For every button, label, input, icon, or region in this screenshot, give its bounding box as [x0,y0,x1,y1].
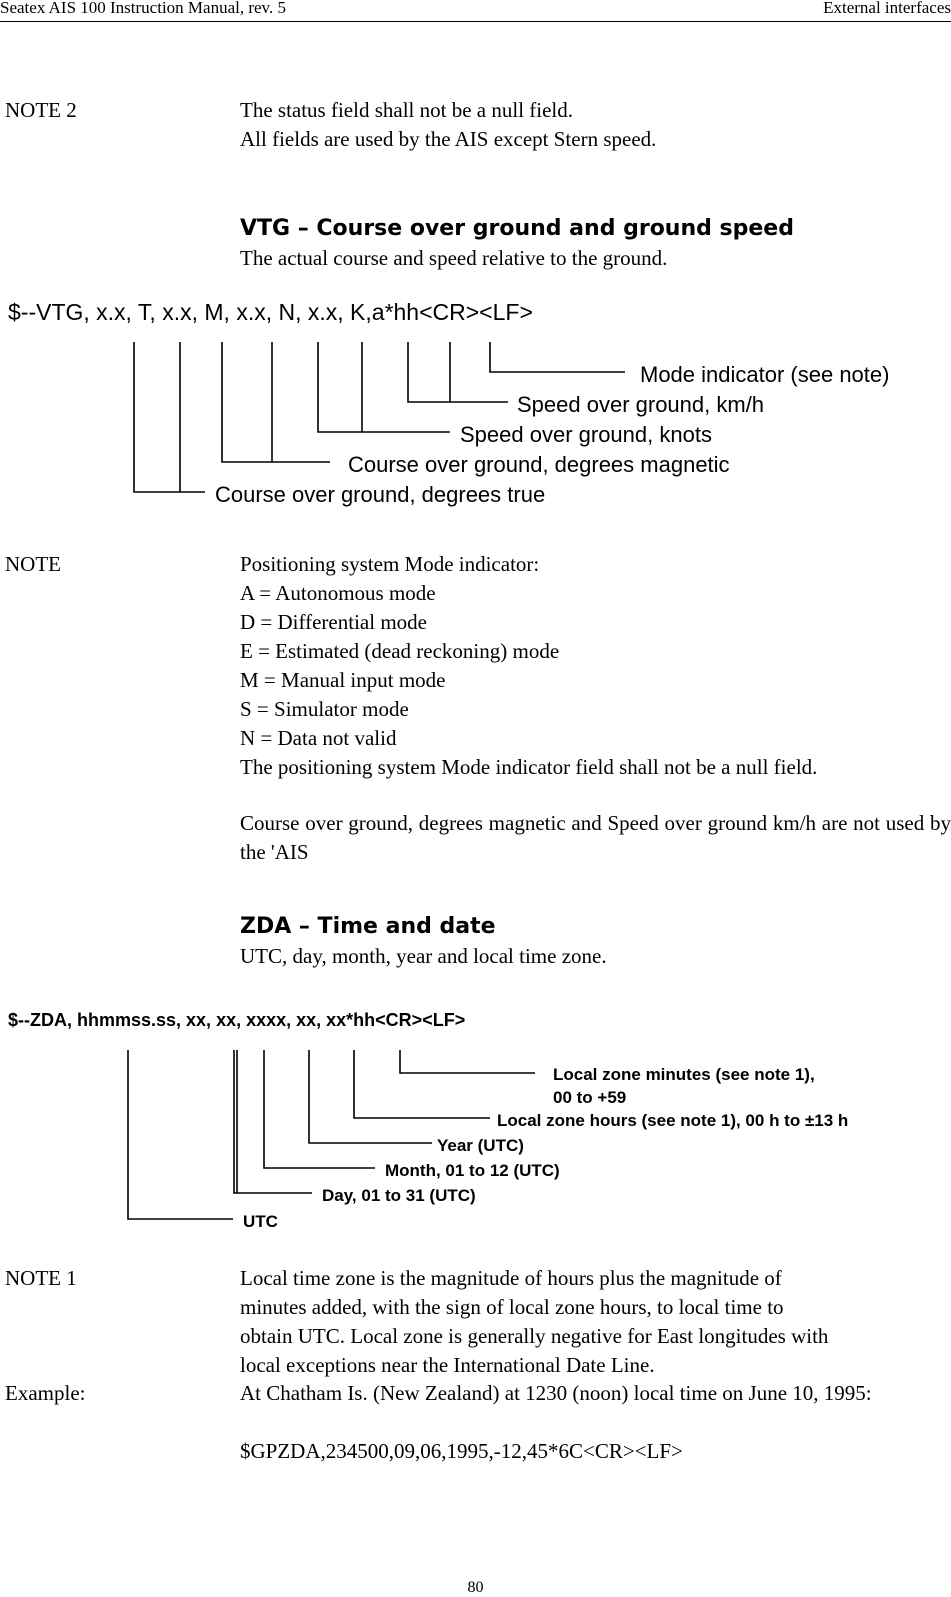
zda-sentence: $--ZDA, hhmmss.ss, xx, xx, xxxx, xx, xx*… [8,1010,465,1030]
zda-field-label: Year (UTC) [437,1136,524,1155]
vtg-note-line: Positioning system Mode indicator: [240,552,540,576]
zda-heading: ZDA – Time and date [240,914,496,939]
note2-line: All fields are used by the AIS except St… [240,127,657,151]
vtg-field-label: Speed over ground, km/h [517,392,764,417]
zda-sentence-diagram: $--ZDA, hhmmss.ss, xx, xx, xxxx, xx, xx*… [8,1010,848,1231]
note1-label: NOTE 1 [5,1266,77,1290]
vtg-leader-lines [133,342,625,493]
note1-line: obtain UTC. Local zone is generally nega… [240,1324,829,1348]
example-paragraph: At Chatham Is. (New Zealand) at 1230 (no… [240,1381,872,1405]
vtg-description: The actual course and speed relative to … [240,246,668,270]
note2-text: The status field shall not be a null fie… [240,96,951,154]
page-header: Seatex AIS 100 Instruction Manual, rev. … [0,0,951,22]
vtg-field-label: Speed over ground, knots [460,422,712,447]
vtg-heading: VTG – Course over ground and ground spee… [240,216,794,241]
header-section-title: External interfaces [823,0,951,17]
example-code: $GPZDA,234500,09,06,1995,-12,45*6C<CR><L… [240,1439,683,1463]
vtg-sentence-diagram: $--VTG, x.x, T, x.x, M, x.x, N, x.x, K,a… [8,299,889,507]
note1-line: Local time zone is the magnitude of hour… [240,1266,782,1290]
vtg-note-line: N = Data not valid [240,726,397,750]
zda-leader-lines [127,1050,535,1220]
vtg-note-text: Positioning system Mode indicator: A = A… [240,550,951,782]
note1-text: Local time zone is the magnitude of hour… [240,1264,951,1380]
vtg-note-line: A = Autonomous mode [240,581,436,605]
vtg-field-label: Mode indicator (see note) [640,362,889,387]
note1-line: minutes added, with the sign of local zo… [240,1295,784,1319]
note2-line: The status field shall not be a null fie… [240,98,574,122]
vtg-sentence: $--VTG, x.x, T, x.x, M, x.x, N, x.x, K,a… [8,299,533,325]
zda-field-label: Day, 01 to 31 (UTC) [322,1186,476,1205]
vtg-note-line: M = Manual input mode [240,668,446,692]
zda-field-label: 00 to +59 [553,1088,626,1107]
vtg-field-label: Course over ground, degrees true [215,482,545,507]
vtg-note-line: S = Simulator mode [240,697,409,721]
note1-line: local exceptions near the International … [240,1353,655,1377]
vtg-note-line: D = Differential mode [240,610,427,634]
vtg-note-line: E = Estimated (dead reckoning) mode [240,639,560,663]
vtg-note-line: The positioning system Mode indicator fi… [240,755,818,779]
vtg-note-paragraph: Course over ground, degrees magnetic and… [240,811,951,864]
zda-field-label: Local zone hours (see note 1), 00 h to ±… [497,1111,848,1130]
header-manual-title: Seatex AIS 100 Instruction Manual, rev. … [0,0,286,17]
vtg-note-label: NOTE [5,552,61,576]
note2-label: NOTE 2 [5,98,77,122]
example-label: Example: [5,1381,86,1405]
zda-field-label: UTC [243,1212,278,1231]
vtg-field-label: Course over ground, degrees magnetic [348,452,730,477]
page-number: 80 [467,1579,484,1596]
zda-field-label: Local zone minutes (see note 1), [553,1065,815,1084]
zda-field-label: Month, 01 to 12 (UTC) [385,1161,560,1180]
zda-description: UTC, day, month, year and local time zon… [240,944,607,968]
